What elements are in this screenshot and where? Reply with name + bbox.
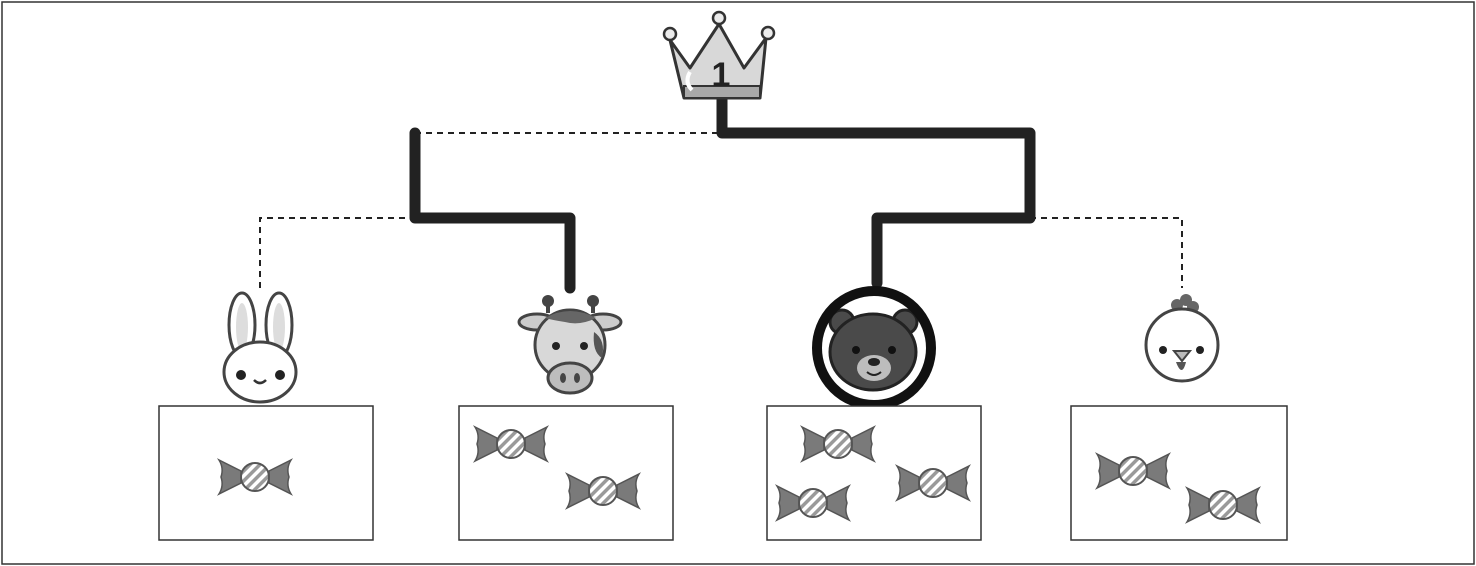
candy-icon bbox=[566, 473, 640, 509]
candy-icon bbox=[218, 459, 292, 495]
crown-rank-label: 1 bbox=[712, 56, 731, 94]
crown-icon: 1 bbox=[662, 10, 776, 100]
rabbit-icon bbox=[222, 291, 298, 404]
bracket-dashed-lines bbox=[259, 132, 1183, 288]
winner-highlight-ring bbox=[812, 286, 936, 410]
candy-icon bbox=[776, 485, 850, 521]
candy-icon bbox=[474, 426, 548, 462]
candy-icon bbox=[801, 426, 875, 462]
cow-icon bbox=[517, 295, 623, 395]
candy-icon bbox=[1186, 487, 1260, 523]
candy-box-bear bbox=[766, 405, 982, 541]
candy-icon bbox=[1096, 453, 1170, 489]
candy-icon bbox=[896, 465, 970, 501]
bear-icon bbox=[828, 308, 919, 392]
bracket-winner-path bbox=[409, 94, 1036, 294]
chicken-icon bbox=[1144, 294, 1220, 383]
